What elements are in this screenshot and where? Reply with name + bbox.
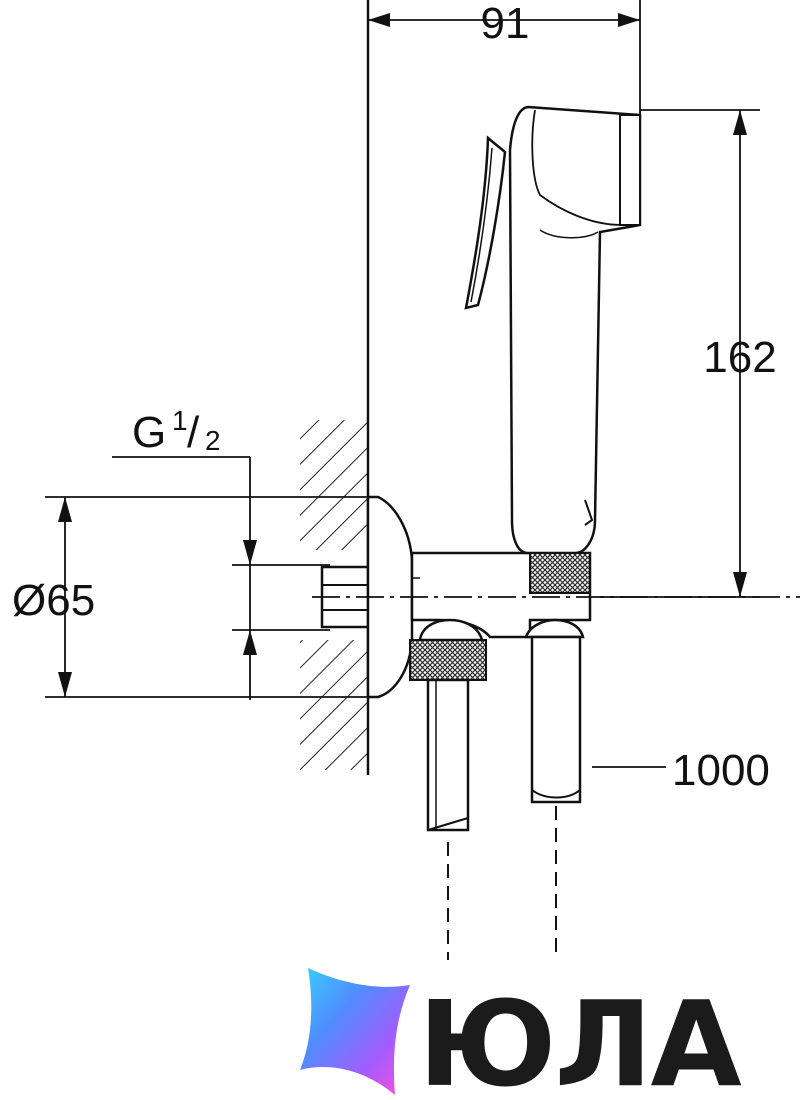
dimension-labels: 91 162 G 1 / 2 Ø65 1000 [12,0,777,795]
thread-label-numerator: 1 [172,405,188,436]
hose-connector-cap [524,618,585,639]
hose-connector-sleeve [530,635,582,804]
hose-length-label: 1000 [672,746,770,795]
height-dimension-label: 162 [703,333,776,382]
shower-head-body [508,105,642,555]
inlet-nut-cap [418,618,484,642]
wall-hatch-lower [300,640,368,770]
hose-connectors [409,618,585,960]
thread-label-main: G [132,408,166,457]
wall-hatch-upper [300,420,368,550]
inlet-knurled-nut [409,639,487,681]
hand-shower [464,105,642,594]
width-dimension-label: 91 [481,0,530,48]
brand-star-icon [300,968,410,1095]
thread-label-denominator: 2 [205,425,221,456]
dimension-lines [45,0,760,768]
shower-head-face [619,114,641,226]
wall-section [300,0,370,775]
brand-logo: ЮЛА [300,968,744,1100]
diameter-dimension-label: Ø65 [12,576,95,625]
thread-dimension-label: G 1 / 2 [132,405,221,457]
thread-label-separator: / [187,408,200,457]
shower-knurled-collar [529,552,591,594]
shower-trigger-lever [464,135,507,310]
brand-name: ЮЛА [418,975,742,1100]
inlet-pipe [426,678,470,832]
